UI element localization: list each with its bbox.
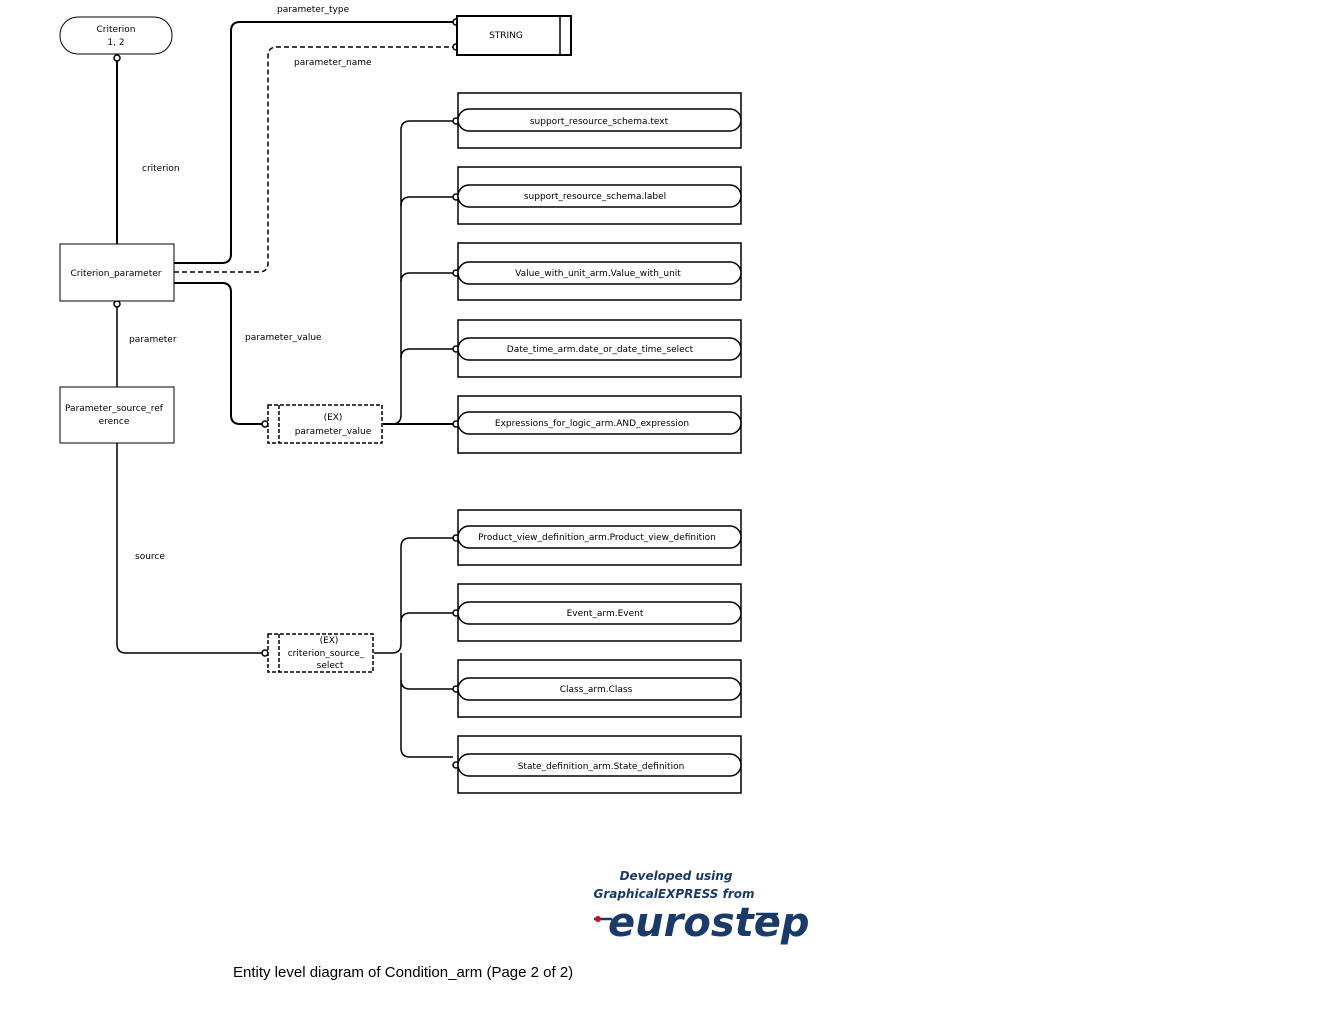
source-item[interactable]: Product_view_definition_arm.Product_view… (457, 509, 742, 566)
relation-source: source (135, 552, 165, 562)
source-link (116, 443, 262, 654)
parameter-value-item-label: support_resource_schema.label (524, 192, 666, 202)
relation-criterion: criterion (142, 164, 180, 174)
logo-developed-using: Developed using (620, 869, 733, 883)
parameter-value-item[interactable]: support_resource_schema.label (457, 166, 742, 225)
parameter-value-item[interactable]: Date_time_arm.date_or_date_time_select (457, 319, 742, 378)
parameter-name-link (174, 46, 453, 273)
relation-parameter: parameter (129, 335, 177, 345)
source-select-tree (374, 537, 453, 758)
source-item[interactable]: State_definition_arm.State_definition (457, 735, 742, 794)
criterion-source-select-label-1: criterion_source_ (288, 649, 365, 659)
criterion-source-select-node[interactable]: (EX) criterion_source_ select (267, 633, 374, 673)
relation-parameter-value: parameter_value (245, 333, 322, 343)
parameter-value-select-label: parameter_value (295, 427, 372, 437)
relation-parameter-type: parameter_type (277, 5, 350, 15)
parameter-value-item-label: Value_with_unit_arm.Value_with_unit (515, 269, 681, 279)
parameter-value-select-ex: (EX) (324, 413, 343, 423)
logo-brand: eurostep (608, 900, 810, 946)
source-item[interactable]: Class_arm.Class (457, 659, 742, 718)
criterion-reference-label: Criterion (97, 25, 136, 35)
parameter-value-item-label: Expressions_for_logic_arm.AND_expression (495, 419, 689, 429)
criterion-source-select-ex: (EX) (320, 636, 339, 646)
source-item-label: Event_arm.Event (567, 609, 644, 619)
criterion-parameter-node[interactable]: Criterion_parameter (59, 243, 175, 302)
parameter-type-link (174, 21, 453, 264)
diagram-caption: Entity level diagram of Condition_arm (P… (233, 964, 573, 981)
parameter-source-reference-node[interactable]: Parameter_source_ref erence (59, 386, 175, 444)
relation-parameter-name: parameter_name (294, 58, 372, 68)
string-type-label: STRING (489, 31, 523, 41)
source-item-label: Product_view_definition_arm.Product_view… (478, 533, 716, 543)
criterion-source-select-label-2: select (317, 661, 344, 671)
criterion-parameter-label: Criterion_parameter (71, 269, 162, 279)
parameter-value-item[interactable]: support_resource_schema.text (457, 92, 742, 149)
criterion-link-end (113, 54, 121, 62)
eurostep-logo: Developed using GraphicalEXPRESS from eu… (593, 869, 809, 946)
criterion-reference-node[interactable]: Criterion 1, 2 (59, 16, 173, 55)
parameter-value-tree (383, 120, 453, 425)
parameter-value-item-label: support_resource_schema.text (530, 117, 669, 127)
parameter-value-link (174, 282, 262, 425)
source-item-label: State_definition_arm.State_definition (518, 762, 685, 772)
parameter-source-reference-label-2: erence (99, 417, 130, 427)
logo-graphicalexpress: GraphicalEXPRESS from (593, 887, 754, 901)
parameter-value-item[interactable]: Value_with_unit_arm.Value_with_unit (457, 242, 742, 301)
criterion-reference-pages: 1, 2 (107, 38, 124, 48)
logo-dot-icon (595, 916, 601, 922)
string-type-node[interactable]: STRING (456, 15, 572, 56)
parameter-source-reference-label-1: Parameter_source_ref (65, 404, 164, 414)
source-item-label: Class_arm.Class (560, 685, 633, 695)
source-item[interactable]: Event_arm.Event (457, 583, 742, 642)
parameter-value-item-label: Date_time_arm.date_or_date_time_select (507, 345, 694, 355)
parameter-value-item[interactable]: Expressions_for_logic_arm.AND_expression (457, 395, 742, 454)
parameter-value-select-node[interactable]: (EX) parameter_value (267, 404, 383, 444)
